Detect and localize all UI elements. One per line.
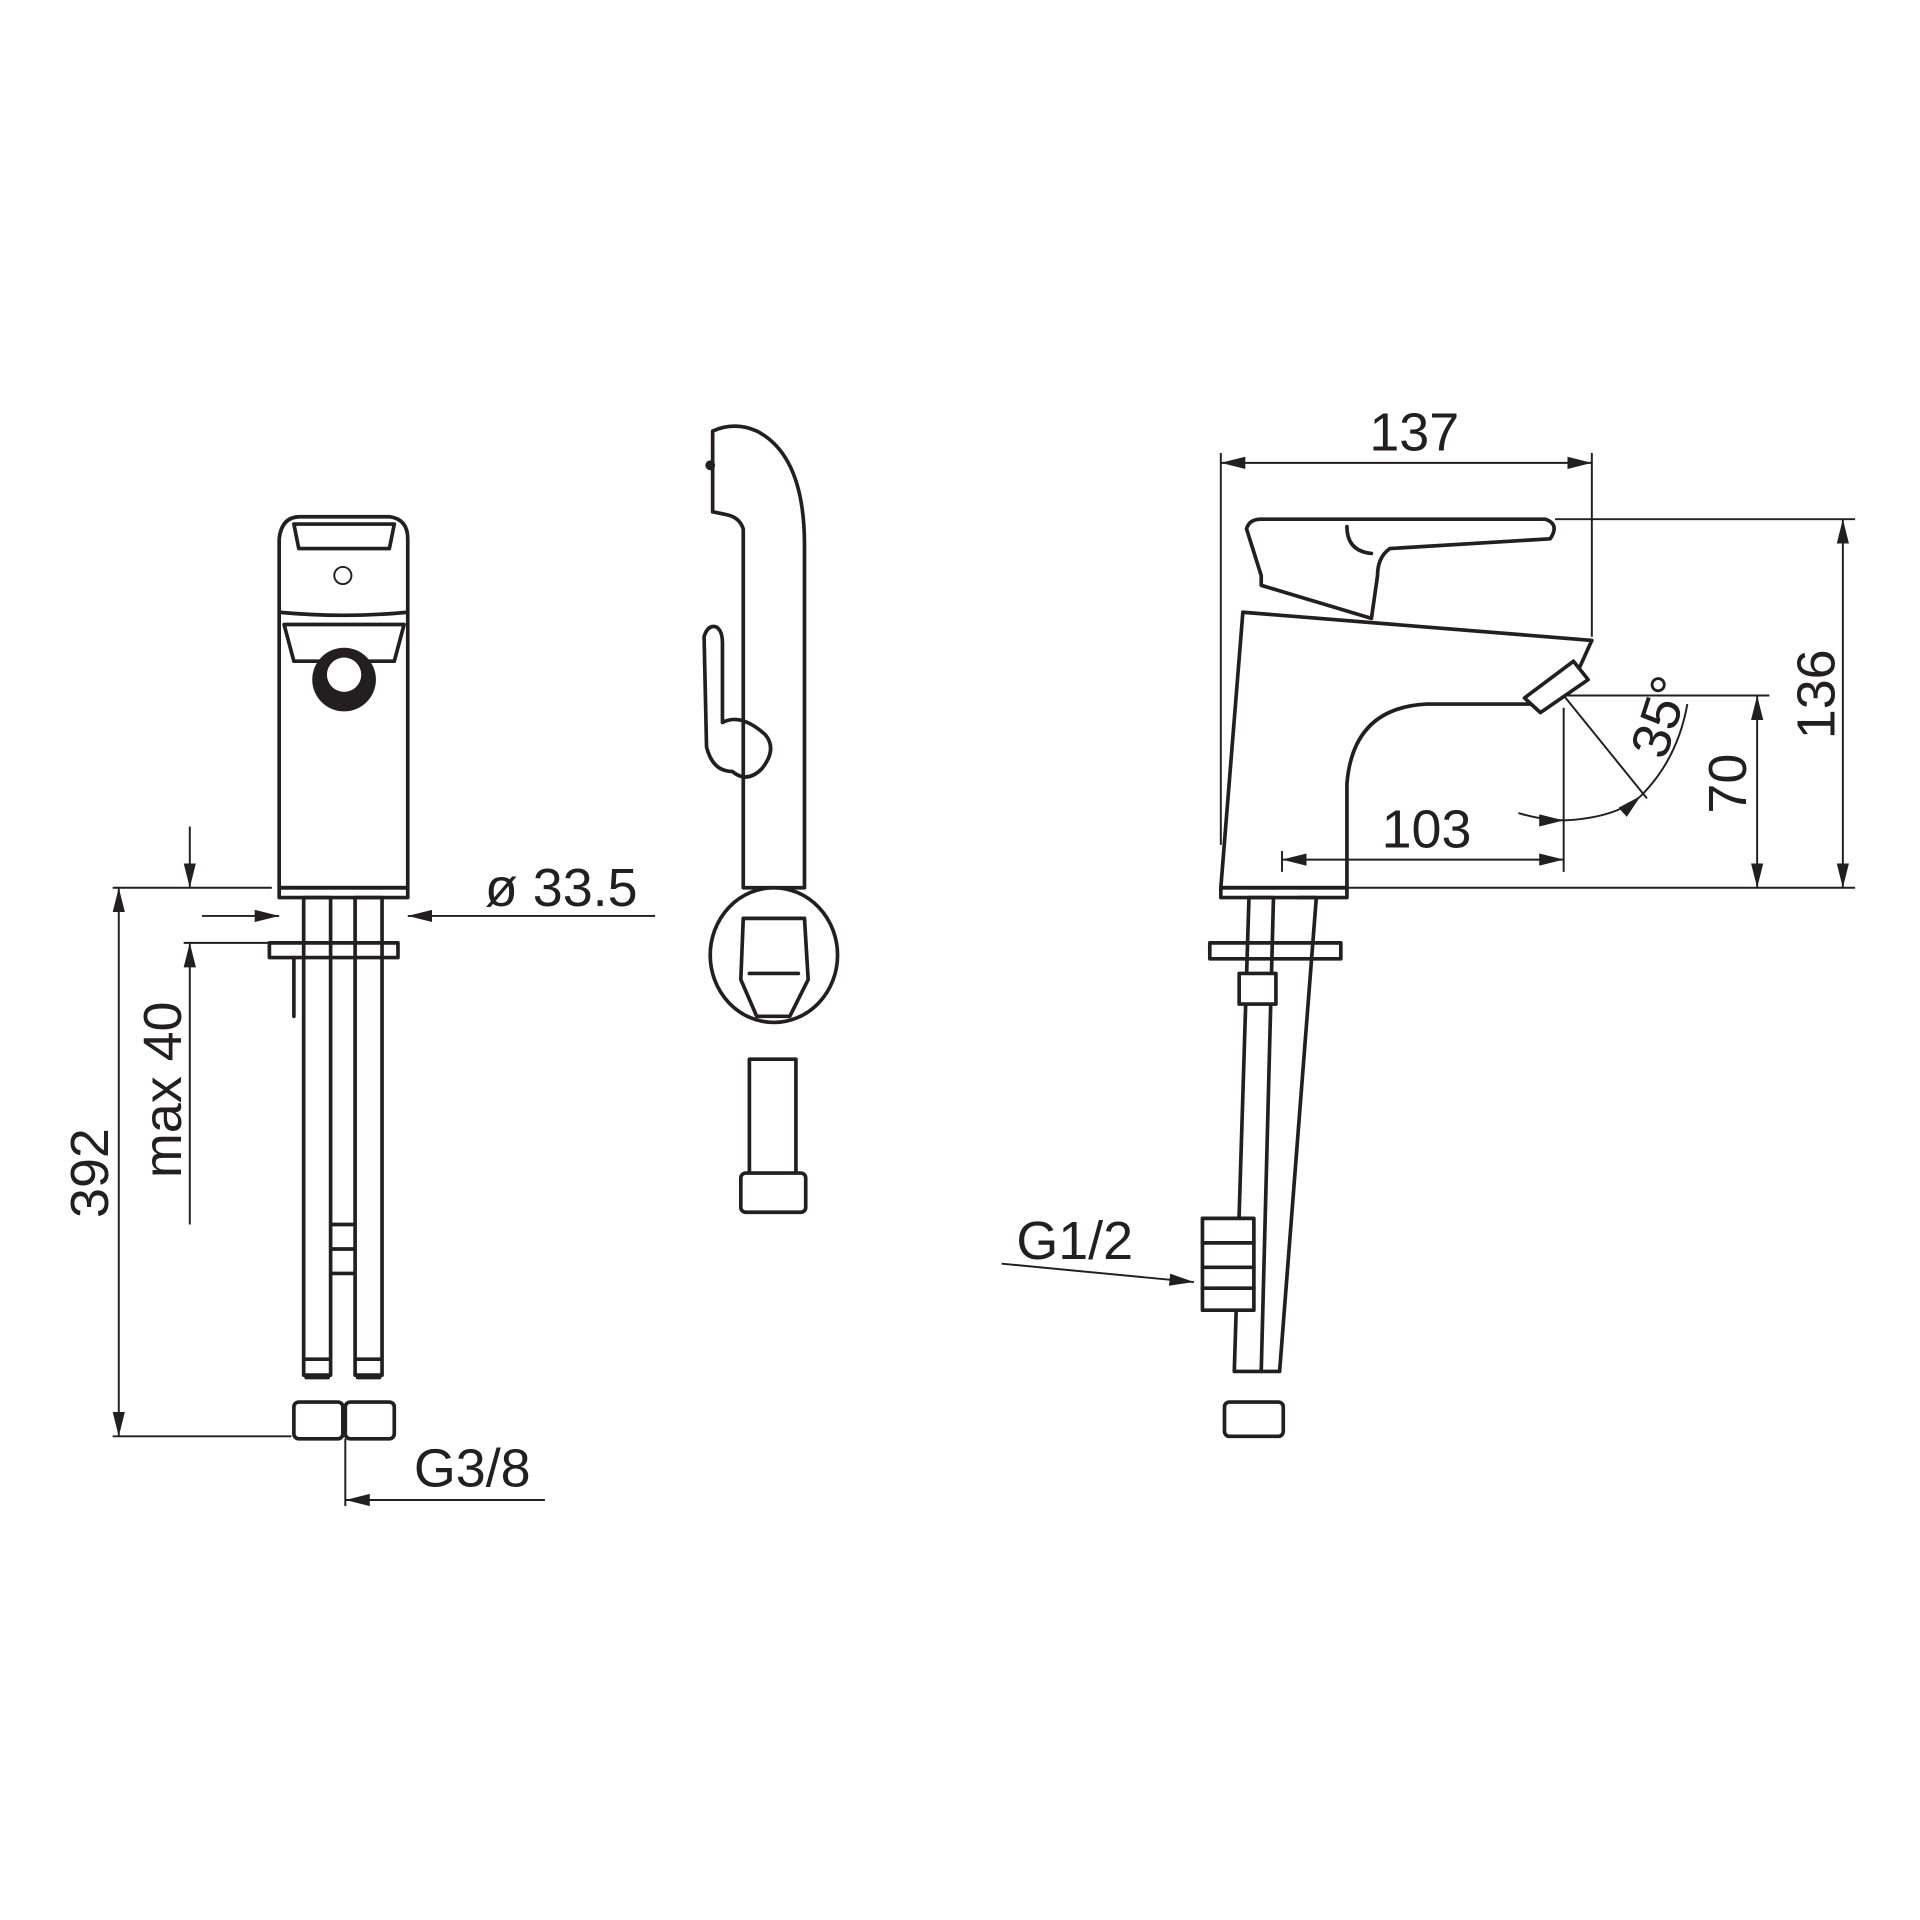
dim-35-label: 35° [1619,669,1701,765]
side-nut [738,1171,808,1215]
dim-35-arc [1563,795,1642,822]
mounting-plate [267,941,400,960]
side-hose [747,1057,798,1178]
profile-lever [1244,517,1556,621]
front-view [267,514,410,1441]
nut-right [343,1400,397,1441]
front-dimensions: 392 max 40 ø 33.5 G3/8 [60,826,656,1507]
profile-nut [1222,1400,1286,1439]
side-lever [710,424,807,890]
hose-right [353,895,384,1377]
dim-136-label: 136 [1786,649,1846,739]
profile-aerator [1522,659,1590,715]
dim-103-label: 103 [1382,799,1472,859]
dim-137-label: 137 [1369,403,1459,463]
profile-view [1200,517,1594,1439]
profile-hose-2 [1259,895,1319,1374]
front-lever-cap [277,522,410,618]
dim-g38-label: G3/8 [414,1439,531,1499]
dim-392-label: 392 [60,1128,120,1218]
front-indicator [333,565,353,586]
side-view [702,424,840,1215]
dim-g12-line [1001,1262,1194,1286]
front-body [277,514,410,890]
hose-left [301,895,333,1377]
dim-g12-label: G1/2 [1016,1211,1133,1271]
g12-fitting [1200,1216,1256,1313]
profile-plate [1207,941,1343,961]
dim-max40-label: max 40 [133,1001,193,1178]
side-base [708,885,840,1025]
nut-left [292,1400,345,1441]
dim-70-label: 70 [1698,754,1758,814]
dim-diameter-label: ø 33.5 [485,858,638,918]
